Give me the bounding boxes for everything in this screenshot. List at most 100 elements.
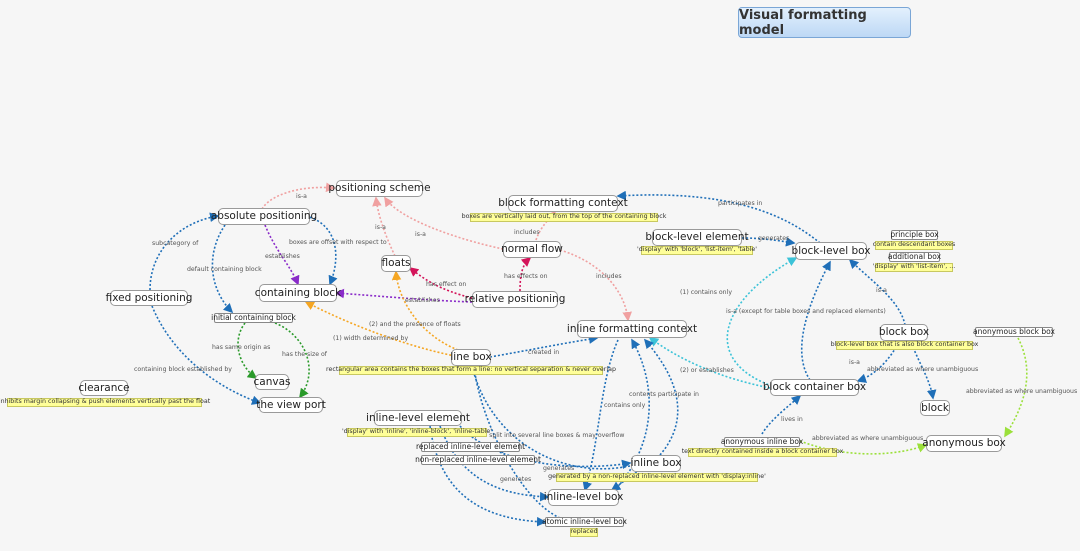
node-block-container-box[interactable]: block container box — [763, 379, 866, 396]
node-floats[interactable]: floats — [381, 255, 411, 272]
edge-label: is-a — [849, 359, 860, 366]
edge-ile-generates-inline-box — [459, 425, 632, 470]
edge-blockbox-is-a-blb — [848, 258, 906, 326]
edge-label: containing block established by — [134, 366, 232, 373]
edge-label: includes — [514, 229, 540, 236]
node-inline-level-element[interactable]: inline-level element — [366, 410, 470, 426]
edge-label: contents participate in — [629, 391, 699, 398]
node-canvas[interactable]: canvas — [254, 374, 291, 390]
edge-linebox-cb — [304, 301, 456, 357]
edge-label: lives in — [781, 416, 803, 423]
edge-anon-inline-lives-in — [761, 394, 802, 435]
edge-label: generates — [543, 465, 574, 472]
node-normal-flow[interactable]: normal flow — [501, 241, 563, 258]
edge-anon-inline-abbrev — [799, 440, 928, 455]
edge-relative-establishes-cb — [334, 288, 473, 303]
note-inline-level-element: 'display' with 'inline', 'inline-block',… — [341, 428, 493, 437]
node-replaced-inline-level-element[interactable]: replaced inline-level element — [415, 442, 526, 452]
edge-label: (2) and the presence of floats — [369, 321, 461, 328]
node-fixed-positioning[interactable]: fixed positioning — [106, 290, 192, 306]
edge-label: establishes — [265, 253, 300, 260]
edge-label: (2) or establishes — [680, 367, 734, 374]
node-line-box[interactable]: line box — [450, 349, 492, 366]
node-initial-containing-block[interactable]: initial containing block — [211, 313, 296, 323]
edge-floats-is-a — [372, 196, 396, 257]
edge-label: participates in — [718, 200, 762, 207]
node-inline-box[interactable]: inline box — [631, 455, 681, 472]
node-block-level-element[interactable]: block-level element — [645, 229, 749, 246]
node-block-formatting-context[interactable]: block formatting context — [498, 195, 628, 212]
edge-fixed-viewport — [151, 305, 262, 405]
edge-bcb-is-a-blb — [801, 260, 831, 381]
note-bfc: boxes are vertically laid out, from the … — [461, 213, 667, 222]
node-non-replaced-inline-level-element[interactable]: non-replaced inline-level element — [415, 455, 541, 465]
edge-normal-flow-is-a — [384, 196, 504, 250]
node-the-view-port[interactable]: the view port — [256, 397, 326, 413]
node-inline-level-box[interactable]: inline-level box — [544, 489, 623, 506]
edge-label: default containing block — [187, 266, 262, 273]
node-relative-positioning[interactable]: relative positioning — [465, 291, 565, 308]
edge-blockbox-abbrev-block — [909, 339, 937, 400]
edge-ile-generates-atomic — [429, 425, 547, 527]
node-principle-box[interactable]: principle box — [890, 230, 939, 240]
node-positioning-scheme[interactable]: positioning scheme — [328, 180, 431, 197]
edge-label: generates — [500, 476, 531, 483]
node-containing-block[interactable]: containing block — [255, 284, 341, 302]
node-block-level-box[interactable]: block-level box — [792, 242, 870, 260]
note-block-level-element: 'display' with 'block', 'list-item', 'ta… — [637, 246, 757, 255]
node-block-box[interactable]: block box — [879, 324, 929, 341]
edge-label: (1) contains only — [680, 289, 732, 296]
edge-icb-origin-canvas — [237, 322, 258, 379]
edge-label: establishes — [405, 297, 440, 304]
edge-abs-establishes-cb — [264, 224, 300, 286]
edge-linebox-created-in — [489, 334, 599, 358]
node-block[interactable]: block — [920, 400, 950, 416]
node-clearance[interactable]: clearance — [78, 380, 130, 396]
edge-label: abbreviated as where unambiguous — [966, 388, 1077, 395]
note-line-box: rectangular area contains the boxes that… — [326, 366, 616, 375]
edge-label: is-a — [876, 287, 887, 294]
edge-bcb-contains-only — [726, 257, 798, 387]
note-principle-box: contain descendant boxes — [872, 241, 956, 250]
note-inline-box: generated by a non-replaced inline-level… — [548, 473, 766, 482]
edge-normal-flow-includes-bfc — [535, 210, 557, 241]
note-replaced: replaced — [570, 528, 598, 537]
edge-label: has same origin as — [212, 344, 270, 351]
note-block-box: block-level box that is also block conta… — [830, 341, 979, 350]
edge-inlinebox-linebox — [469, 364, 631, 470]
node-inline-formatting-context[interactable]: inline formatting context — [567, 320, 697, 338]
edge-inlinebox-contents-ifc — [643, 338, 679, 456]
edge-linebox-floats — [391, 270, 459, 351]
edge-abs-is-a — [261, 182, 336, 210]
edge-label: is-a (except for table boxes and replace… — [726, 308, 886, 315]
edge-label: includes — [596, 273, 622, 280]
edge-ifc-contains-only — [582, 339, 619, 492]
edge-label: abbreviated as where unambiguous — [867, 366, 978, 373]
edge-abs-offset-cb — [305, 215, 338, 286]
edge-icb-size-viewport — [274, 322, 310, 399]
edge-label: is-a — [415, 231, 426, 238]
edge-label: may be split into several line boxes & m… — [464, 432, 624, 439]
edge-fixed-subcategory — [149, 212, 220, 291]
edge-relative-effects-floats — [408, 267, 473, 299]
edge-label: generates — [758, 235, 789, 242]
node-anonymous-box[interactable]: anonymous box — [922, 435, 1006, 452]
node-atomic-inline-level-box[interactable]: atomic inline-level box — [542, 517, 627, 527]
note-additional-box: 'display' with 'list-item', ... — [872, 263, 956, 272]
edge-label: has the size of — [282, 351, 328, 358]
edge-ble-generates-blb — [741, 237, 796, 247]
node-anonymous-inline-box[interactable]: anonymous inline box — [720, 437, 804, 447]
edge-anon-block-abbrev — [1004, 337, 1028, 438]
node-anonymous-block-box[interactable]: anonymous block box — [973, 327, 1055, 337]
node-additional-box[interactable]: additional box — [887, 252, 942, 262]
note-clearance: inhibits margin collapsing & push elemen… — [0, 398, 211, 407]
edge-blb-participates-bfc — [616, 190, 821, 244]
node-absolute-positioning[interactable]: absolute positioning — [211, 208, 317, 225]
edge-abs-default-icb — [211, 224, 234, 314]
edge-label: created in — [528, 349, 559, 356]
edge-relative-is-a — [519, 256, 532, 292]
diagram-title: Visual formatting model — [738, 7, 911, 38]
edge-label: is-a — [296, 193, 307, 200]
edge-label: boxes are offset with respect to — [289, 239, 387, 246]
